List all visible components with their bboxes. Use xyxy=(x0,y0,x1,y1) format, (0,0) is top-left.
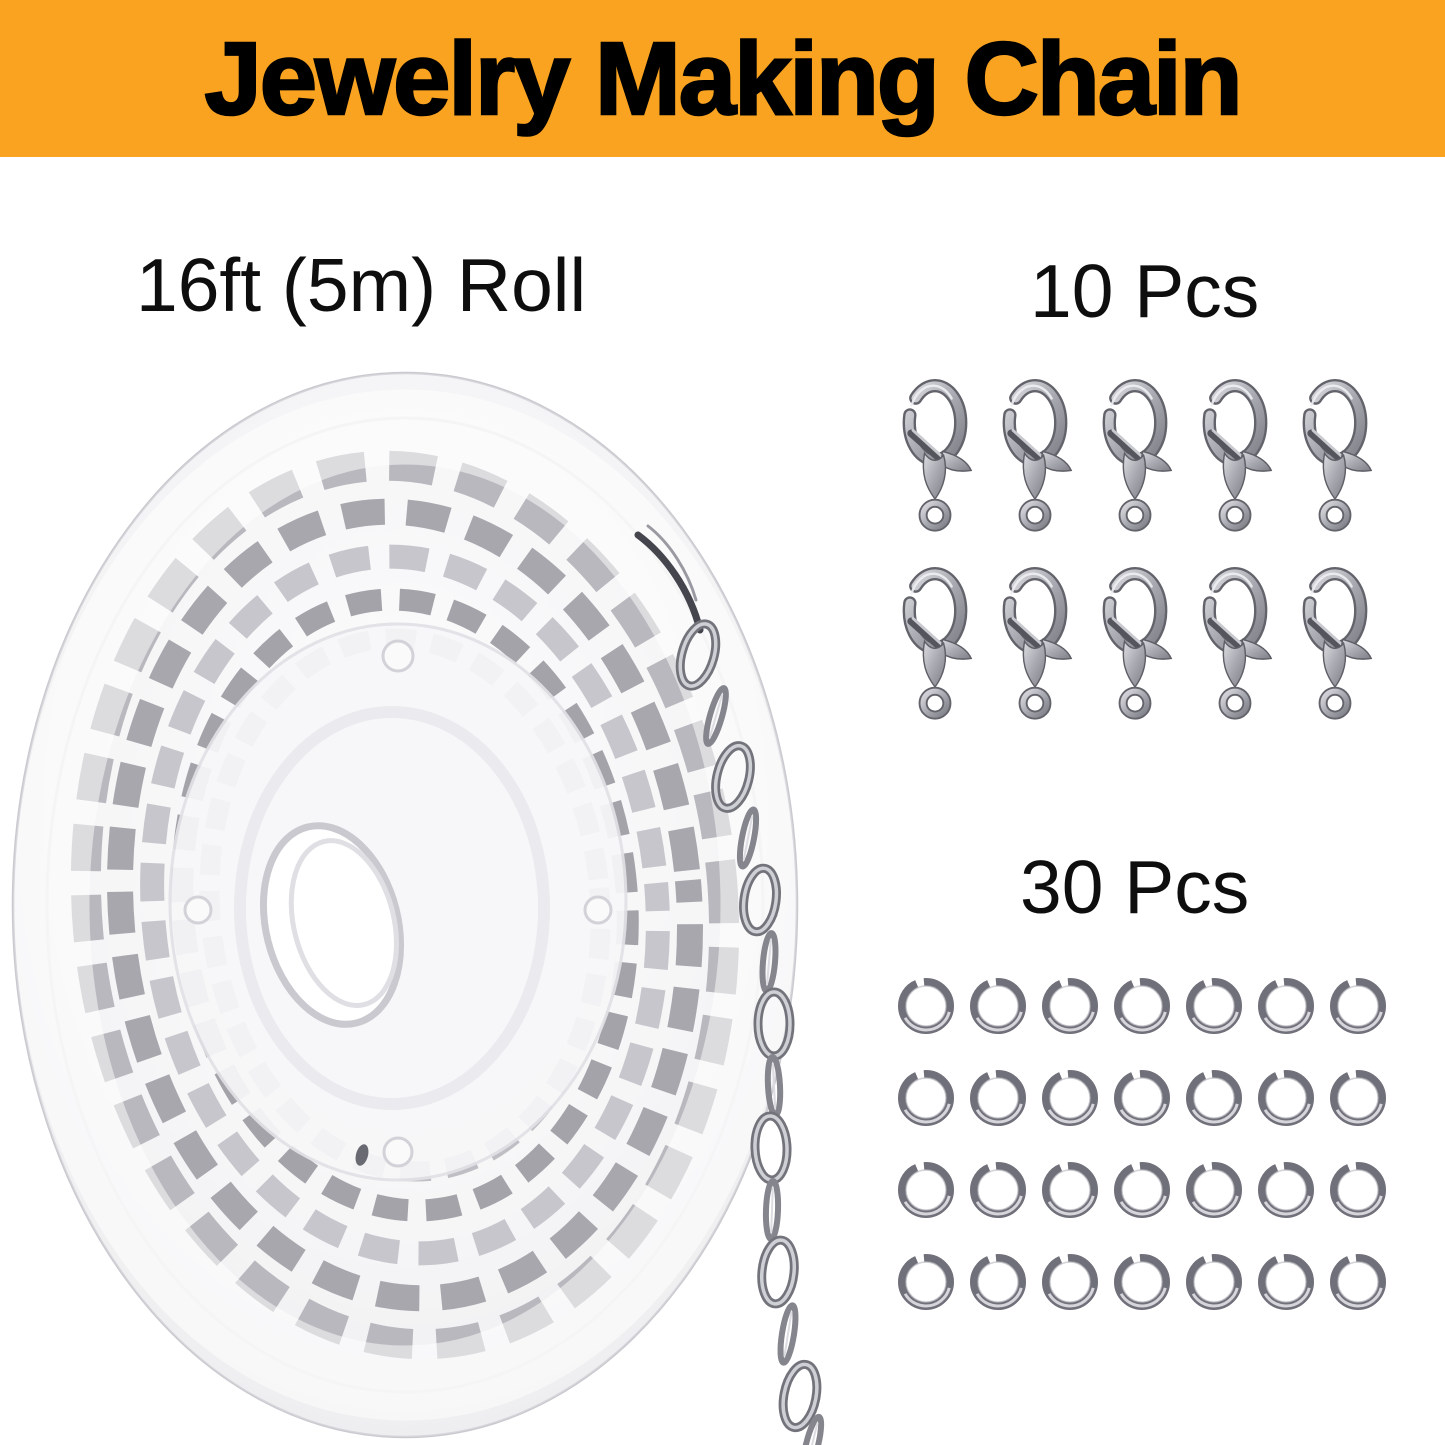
jump-ring xyxy=(1113,977,1171,1035)
jump-ring xyxy=(1329,1069,1387,1127)
spool-label: 16ft (5m) Roll xyxy=(136,243,587,327)
jump-ring xyxy=(1185,1161,1243,1219)
lobster-clasp xyxy=(1095,562,1175,732)
jump-ring xyxy=(897,1161,955,1219)
jump-ring xyxy=(1257,1161,1315,1219)
jump-ring xyxy=(1257,1253,1315,1311)
banner: Jewelry Making Chain xyxy=(0,0,1445,157)
lobster-clasp xyxy=(895,374,975,544)
lobster-clasp xyxy=(1195,562,1275,732)
jump-ring xyxy=(1329,1161,1387,1219)
jump-ring xyxy=(1329,977,1387,1035)
jump-ring xyxy=(1041,1069,1099,1127)
jump-ring xyxy=(969,977,1027,1035)
lobster-clasp-grid xyxy=(885,365,1385,741)
lobster-clasp xyxy=(1095,374,1175,544)
jump-ring xyxy=(1113,1069,1171,1127)
rings-label: 30 Pcs xyxy=(1020,845,1250,929)
jump-ring xyxy=(969,1069,1027,1127)
lobster-clasp xyxy=(995,374,1075,544)
lobster-clasp xyxy=(995,562,1075,732)
jump-ring xyxy=(1041,1161,1099,1219)
lobster-clasp xyxy=(1295,562,1375,732)
jump-ring xyxy=(1185,1069,1243,1127)
jump-ring xyxy=(1329,1253,1387,1311)
jump-ring xyxy=(1185,977,1243,1035)
jump-ring xyxy=(1113,1253,1171,1311)
jump-ring xyxy=(897,977,955,1035)
banner-title: Jewelry Making Chain xyxy=(203,19,1244,137)
jump-ring xyxy=(1185,1253,1243,1311)
jump-ring xyxy=(1257,1069,1315,1127)
lobster-clasp xyxy=(1195,374,1275,544)
jump-ring xyxy=(897,1253,955,1311)
clasps-label: 10 Pcs xyxy=(1030,249,1260,333)
jump-ring xyxy=(1257,977,1315,1035)
jump-ring xyxy=(1041,977,1099,1035)
lobster-clasp xyxy=(895,562,975,732)
jump-ring-grid xyxy=(890,960,1394,1328)
jump-ring xyxy=(1041,1253,1099,1311)
jump-ring xyxy=(969,1161,1027,1219)
lobster-clasp xyxy=(1295,374,1375,544)
jump-ring xyxy=(897,1069,955,1127)
jump-ring xyxy=(1113,1161,1171,1219)
jump-ring xyxy=(969,1253,1027,1311)
chain-spool-illustration xyxy=(11,371,830,1445)
